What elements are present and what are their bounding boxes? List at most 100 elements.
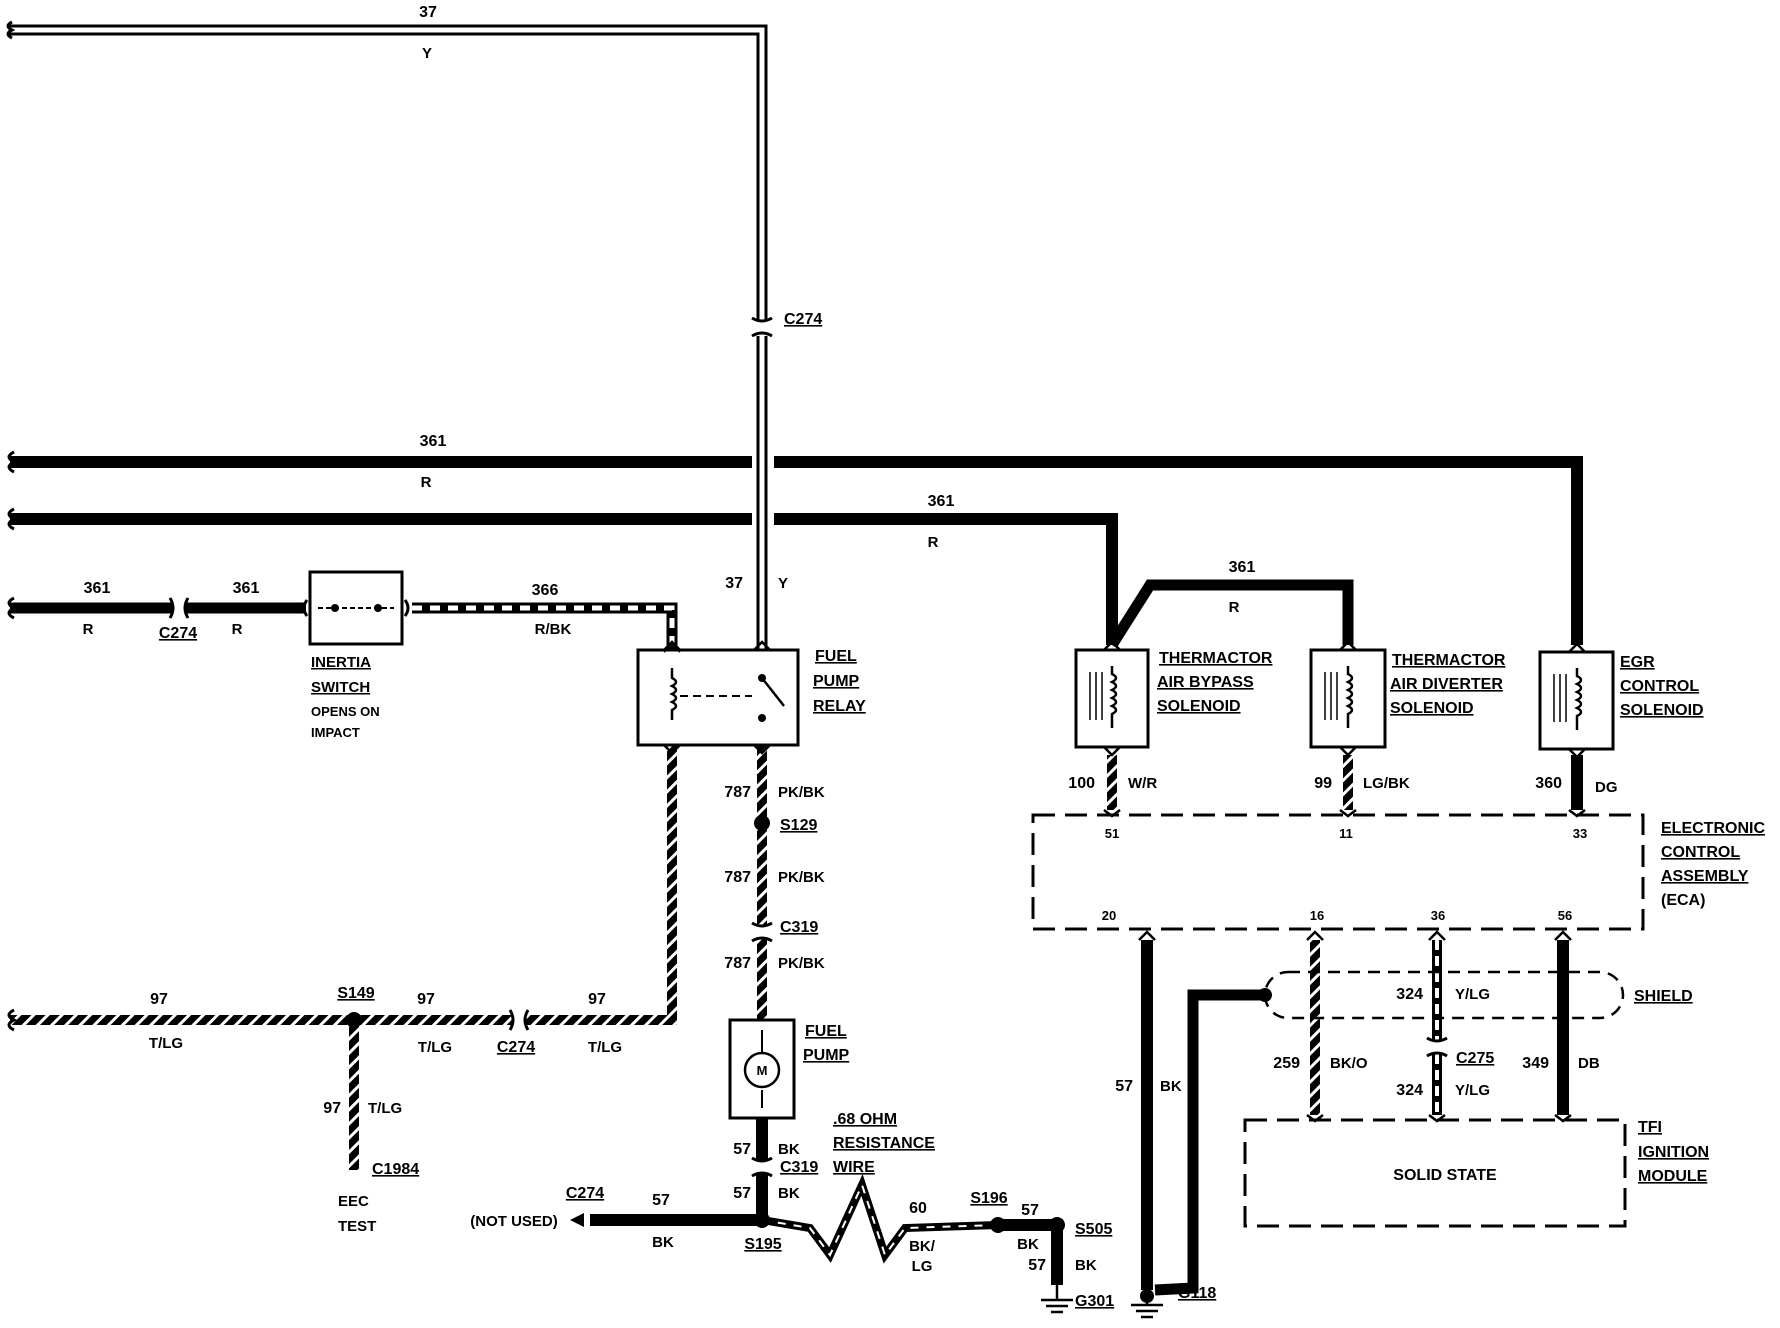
wire-787a-color: PK/BK xyxy=(778,784,825,801)
wire-360-color: DG xyxy=(1595,779,1618,796)
connector-c275: C275 xyxy=(1456,1050,1494,1067)
connector-c274-left: C274 xyxy=(159,625,197,642)
wire-97a-color: T/LG xyxy=(149,1035,183,1052)
fuel-pump-label-1: FUEL xyxy=(805,1023,847,1040)
eca-box xyxy=(1031,809,1645,941)
egr-control-solenoid xyxy=(1538,642,1615,759)
splice-s149: S149 xyxy=(337,985,374,1002)
wire-259-number: 259 xyxy=(1273,1055,1300,1072)
motor-icon xyxy=(743,1051,781,1089)
motor-symbol: M xyxy=(757,1063,768,1078)
wire-361-thermactor-right xyxy=(774,513,1118,645)
splice-s505: S505 xyxy=(1075,1221,1112,1238)
wire-97b-number: 97 xyxy=(417,991,435,1008)
fuel-pump-label-2: PUMP xyxy=(803,1047,850,1064)
thermactor-bypass-label-2: AIR BYPASS xyxy=(1157,674,1254,691)
ground-g301: G301 xyxy=(1075,1293,1114,1310)
wire-37-yellow xyxy=(8,24,768,650)
wire-349-number: 349 xyxy=(1522,1055,1549,1072)
wire-57f-color: BK xyxy=(1160,1078,1182,1095)
fuel-pump: M xyxy=(728,1018,796,1120)
inertia-switch-label-2: SWITCH xyxy=(311,679,370,696)
wire-97d-color: T/LG xyxy=(368,1100,402,1117)
wire-324b-color: Y/LG xyxy=(1455,1082,1490,1099)
wires xyxy=(8,24,1583,1296)
wire-361-egr-right xyxy=(774,456,1583,645)
connector-c1984: C1984 xyxy=(372,1161,419,1178)
wire-361c1-color: R xyxy=(83,621,94,638)
wire-57d-number: 57 xyxy=(1021,1202,1039,1219)
wire-57b-number: 57 xyxy=(733,1185,751,1202)
wire-37-relay-number: 37 xyxy=(725,575,743,592)
eca-pin-56: 56 xyxy=(1558,908,1572,923)
fuel-pump-relay-label-3: RELAY xyxy=(813,698,866,715)
wire-97b-color: T/LG xyxy=(418,1039,452,1056)
wire-99-number: 99 xyxy=(1314,775,1332,792)
eca-label-2: CONTROL xyxy=(1661,844,1740,861)
inertia-switch-label-1: INERTIA xyxy=(311,654,371,671)
thermactor-bypass-solenoid xyxy=(1074,640,1150,757)
thermactor-diverter-label-1: THERMACTOR xyxy=(1392,652,1506,669)
wire-361c1-number: 361 xyxy=(84,580,111,597)
wire-366-number: 366 xyxy=(532,582,559,599)
ground-icon-g118 xyxy=(1131,1296,1163,1319)
egr-label-1: EGR xyxy=(1620,654,1655,671)
wire-361a-color: R xyxy=(421,474,432,491)
connector-c274-mid: C274 xyxy=(497,1039,535,1056)
ground-g118: G118 xyxy=(1178,1285,1216,1302)
wire-366-color: R/BK xyxy=(535,621,572,638)
resistance-wire-label-1: .68 OHM xyxy=(833,1111,897,1128)
wire-361c2-color: R xyxy=(232,621,243,638)
wire-259-color: BK/O xyxy=(1330,1055,1368,1072)
wire-787b-number: 787 xyxy=(724,869,751,886)
thermactor-diverter-label-3: SOLENOID xyxy=(1390,700,1474,717)
wire-100-color: W/R xyxy=(1128,775,1157,792)
connector-c319-b: C319 xyxy=(780,1159,818,1176)
splice-s195: S195 xyxy=(744,1236,781,1253)
egr-label-2: CONTROL xyxy=(1620,678,1699,695)
thermactor-bypass-label-3: SOLENOID xyxy=(1157,698,1241,715)
wire-37-number: 37 xyxy=(419,4,437,21)
splice-dots xyxy=(346,815,1154,1303)
wire-361d-color: R xyxy=(1229,599,1240,616)
wire-97a-number: 97 xyxy=(150,991,168,1008)
wire-57e-number: 57 xyxy=(1028,1257,1046,1274)
wire-97c-color: T/LG xyxy=(588,1039,622,1056)
splice-s129: S129 xyxy=(780,817,817,834)
thermactor-diverter-label-2: AIR DIVERTER xyxy=(1390,676,1503,693)
eca-pin-51: 51 xyxy=(1105,826,1119,841)
tfi-label-2: IGNITION xyxy=(1638,1144,1709,1161)
wire-99-color: LG/BK xyxy=(1363,775,1410,792)
wire-787a-number: 787 xyxy=(724,784,751,801)
wire-361a-number: 361 xyxy=(420,433,447,450)
wire-100-number: 100 xyxy=(1068,775,1095,792)
eca-pin-33: 33 xyxy=(1573,826,1587,841)
wire-shield-drain xyxy=(1154,989,1265,1296)
wire-324a-color: Y/LG xyxy=(1455,986,1490,1003)
connector-c274-top: C274 xyxy=(784,311,822,328)
eec-test-label-2: TEST xyxy=(338,1218,376,1235)
wire-787b-color: PK/BK xyxy=(778,869,825,886)
wire-97-relay xyxy=(526,745,677,1025)
not-used-label: (NOT USED) xyxy=(470,1213,558,1230)
wire-57d-color: BK xyxy=(1017,1236,1039,1253)
thermactor-diverter-solenoid xyxy=(1309,640,1387,757)
connector-c274-bottom: C274 xyxy=(566,1185,604,1202)
thermactor-bypass-label-1: THERMACTOR xyxy=(1159,650,1273,667)
eca-pin-11: 11 xyxy=(1339,826,1353,841)
egr-label-3: SOLENOID xyxy=(1620,702,1704,719)
resistance-wire-label-3: WIRE xyxy=(833,1159,875,1176)
tfi-label-3: MODULE xyxy=(1638,1168,1708,1185)
wire-97d-number: 97 xyxy=(323,1100,341,1117)
wire-361b-number: 361 xyxy=(928,493,955,510)
wire-57f-number: 57 xyxy=(1115,1078,1133,1095)
connector-symbols xyxy=(168,316,1448,1178)
eca-pin-16: 16 xyxy=(1310,908,1324,923)
wire-349-color: DB xyxy=(1578,1055,1600,1072)
wire-324b-number: 324 xyxy=(1396,1082,1423,1099)
wire-60-number: 60 xyxy=(909,1200,927,1217)
wire-37-color: Y xyxy=(422,45,432,62)
inertia-switch xyxy=(302,570,410,646)
wire-57e-color: BK xyxy=(1075,1257,1097,1274)
wire-57a-color: BK xyxy=(778,1141,800,1158)
